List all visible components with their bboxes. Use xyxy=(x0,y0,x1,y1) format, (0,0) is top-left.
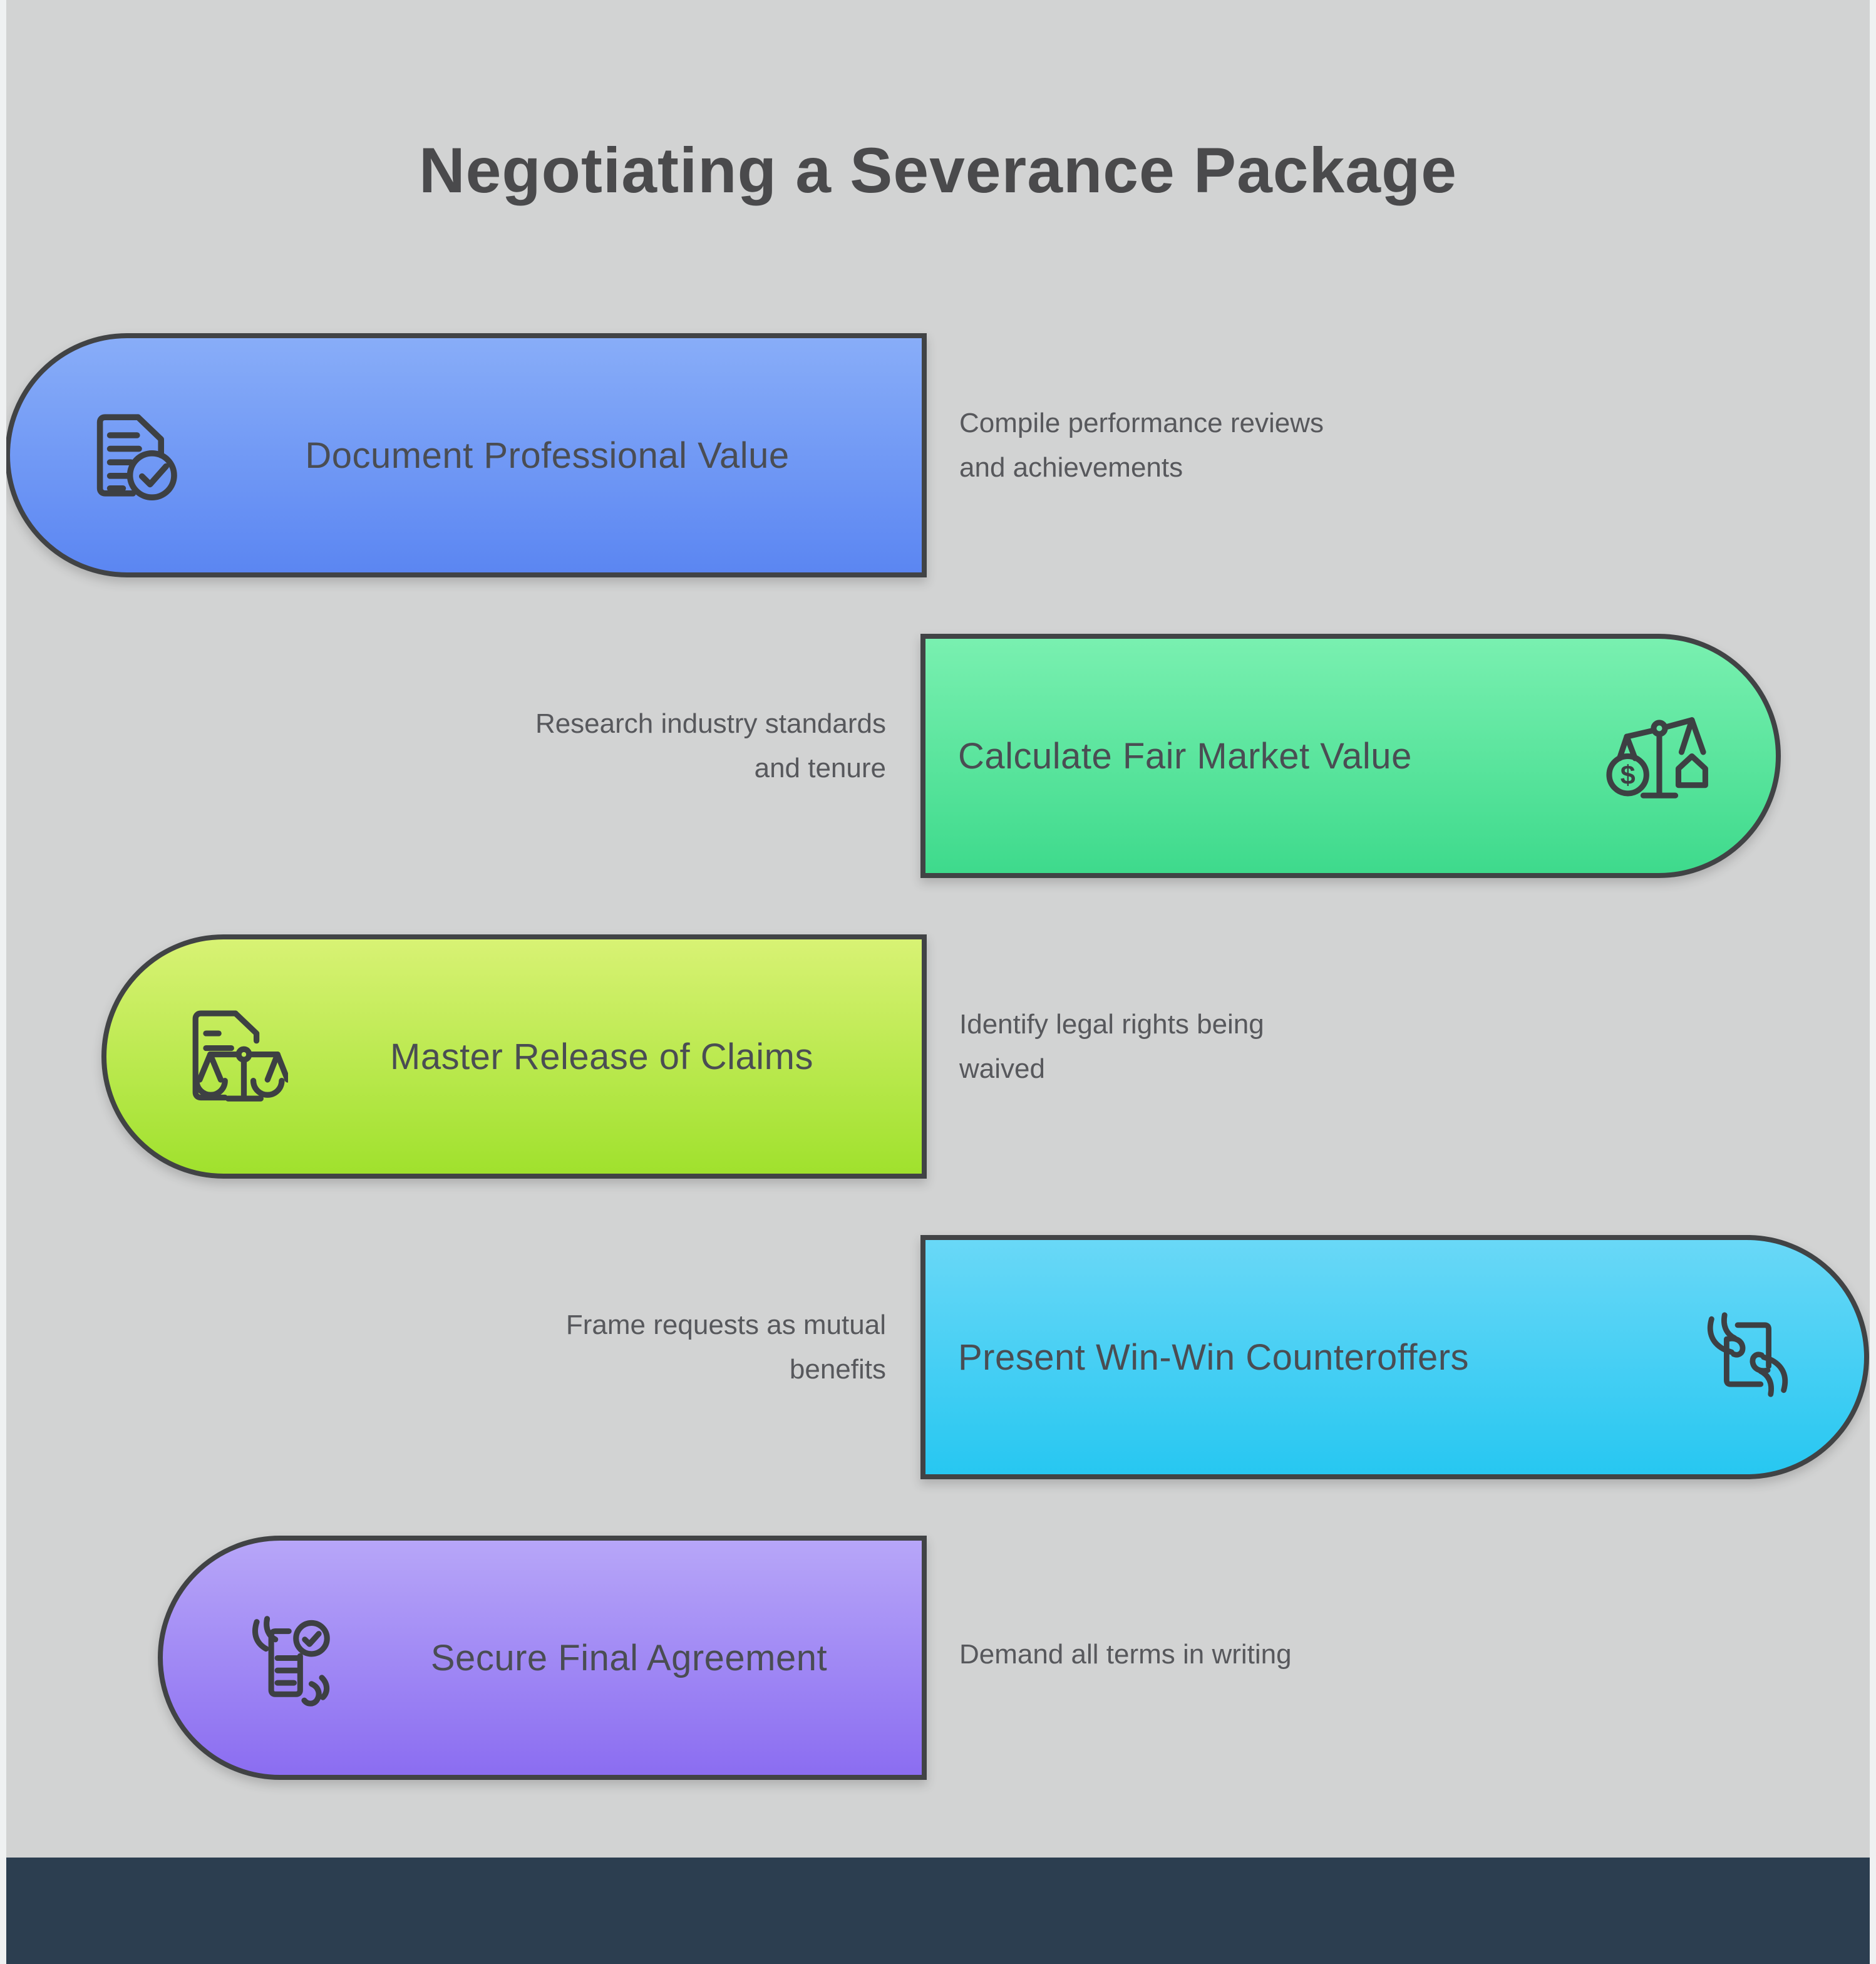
step-label: Present Win-Win Counteroffers xyxy=(958,1336,1470,1378)
step-label: Secure Final Agreement xyxy=(430,1637,828,1678)
document-check-icon xyxy=(79,405,179,505)
page-edge-right xyxy=(1870,0,1876,1964)
step-pill-2: Calculate Fair Market Value $ xyxy=(920,634,1781,878)
svg-text:$: $ xyxy=(1621,760,1636,790)
hand-agreement-check-icon xyxy=(239,1606,343,1710)
footer-bar xyxy=(0,1858,1876,1964)
step-description: Compile performance reviews and achievem… xyxy=(959,408,1324,483)
step-description: Research industry standards and tenure xyxy=(535,708,886,784)
step-label: Calculate Fair Market Value xyxy=(958,735,1412,777)
step-description: Frame requests as mutual benefits xyxy=(565,1310,886,1385)
hands-document-icon xyxy=(1698,1307,1798,1407)
step-label: Document Professional Value xyxy=(305,435,790,476)
step-pill-1: Document Professional Value xyxy=(5,333,927,577)
scales-dollar-house-icon: $ xyxy=(1606,705,1709,808)
step-pill-3: Master Release of Claims xyxy=(101,934,927,1179)
page-edge-left xyxy=(0,0,6,1964)
step-pill-5: Secure Final Agreement xyxy=(158,1536,927,1780)
step-description: Demand all terms in writing xyxy=(959,1639,1292,1670)
step-pill-4: Present Win-Win Counteroffers xyxy=(920,1235,1869,1479)
step-label: Master Release of Claims xyxy=(390,1036,813,1077)
page-title: Negotiating a Severance Package xyxy=(418,135,1458,206)
document-scales-icon xyxy=(177,1004,288,1109)
step-description: Identify legal rights being waived xyxy=(959,1009,1264,1085)
